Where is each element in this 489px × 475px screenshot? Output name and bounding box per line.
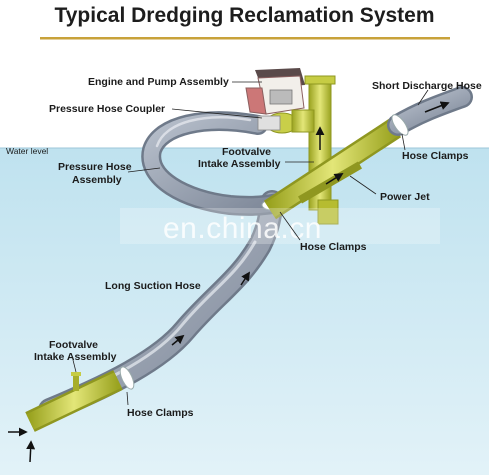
label-footvalve-top-1: Footvalve (222, 146, 271, 158)
water-level-label: Water level (6, 146, 48, 156)
leader-pressure-hose (127, 167, 161, 173)
watermark: en.china.cn (163, 212, 322, 245)
title-underline (40, 37, 450, 40)
label-footvalve-bottom-2: Intake Assembly (34, 351, 117, 363)
label-engine-pump: Engine and Pump Assembly (88, 76, 229, 88)
top-hose-clamp (391, 114, 409, 136)
leader-power-jet (349, 175, 377, 195)
label-footvalve-bottom-1: Footvalve (49, 339, 98, 351)
label-hose-clamps-mid: Hose Clamps (300, 241, 367, 253)
leader-hose-clamps-bottom (126, 391, 129, 406)
bottom-hose-clamp (119, 366, 135, 390)
leader-footvalve-bottom (72, 359, 77, 373)
discharge-arrow (424, 101, 450, 113)
diagram-title: Typical Dredging Reclamation System (54, 4, 435, 27)
label-short-discharge: Short Discharge Hose (372, 80, 482, 92)
label-power-jet: Power Jet (380, 191, 430, 203)
label-long-suction: Long Suction Hose (105, 280, 201, 292)
label-pressure-coupler: Pressure Hose Coupler (49, 103, 165, 115)
leader-hose-clamps-top (401, 133, 406, 151)
leader-short-discharge (417, 89, 429, 106)
flow-arrow-1 (171, 334, 185, 346)
flow-arrow-2 (240, 271, 250, 286)
leader-coupler (171, 108, 263, 119)
label-hose-clamps-bottom: Hose Clamps (127, 407, 194, 419)
engine-pump-assembly (245, 68, 315, 134)
flow-arrow-jet (325, 173, 344, 185)
label-pressure-hose-1: Pressure Hose (58, 161, 132, 173)
intake-arrow-2 (26, 440, 36, 463)
leader-hose-clamps-mid (279, 211, 301, 241)
label-pressure-hose-2: Assembly (72, 174, 122, 186)
label-hose-clamps-top: Hose Clamps (402, 150, 469, 162)
label-footvalve-top-2: Intake Assembly (198, 158, 281, 170)
